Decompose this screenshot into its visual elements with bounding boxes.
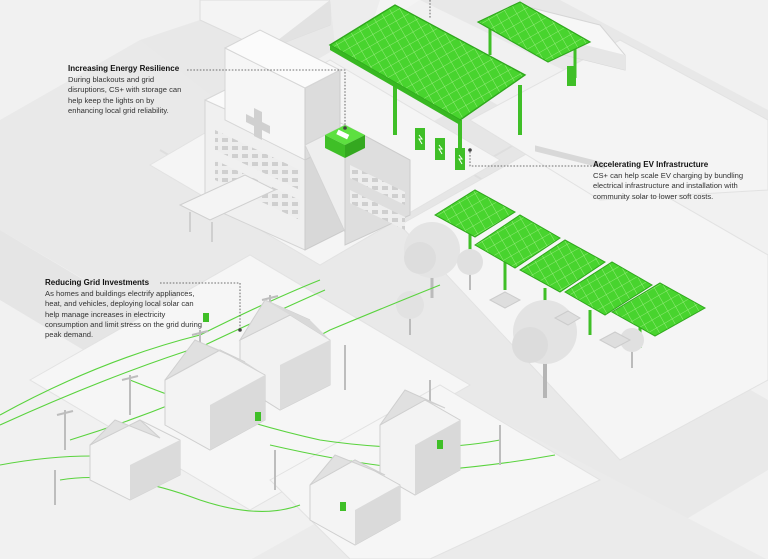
solar-carport-row bbox=[434, 189, 707, 348]
callout-leaders bbox=[160, 0, 595, 330]
tree-icon bbox=[620, 328, 644, 368]
tree-icon bbox=[396, 291, 424, 335]
ev-canopy-main bbox=[328, 4, 527, 170]
callout-grid-investments: Reducing Grid Investments As homes and b… bbox=[45, 278, 205, 340]
house bbox=[89, 419, 181, 501]
hospital-cross-icon bbox=[246, 108, 270, 140]
house bbox=[164, 339, 266, 451]
houses bbox=[89, 299, 461, 546]
house bbox=[309, 454, 401, 546]
callout-title: Increasing Energy Resilience bbox=[68, 64, 180, 73]
hospital bbox=[178, 29, 411, 251]
callout-title: Reducing Grid Investments bbox=[45, 278, 150, 287]
ev-canopy-small bbox=[476, 1, 592, 86]
callout-body: As homes and buildings electrify applian… bbox=[45, 289, 203, 340]
callout-body: CS+ can help scale EV charging by bundli… bbox=[593, 171, 744, 201]
callout-energy-resilience: Increasing Energy Resilience During blac… bbox=[68, 64, 188, 116]
background-buildings bbox=[199, 0, 380, 51]
callout-ev-infrastructure: Accelerating EV Infrastructure CS+ can h… bbox=[593, 160, 753, 202]
tree-icon bbox=[457, 249, 483, 290]
callout-title: Accelerating EV Infrastructure bbox=[593, 160, 709, 169]
house bbox=[379, 389, 461, 496]
tree-icon bbox=[404, 222, 460, 298]
battery-storage-icon bbox=[325, 125, 365, 158]
callout-body: During blackouts and grid disruptions, C… bbox=[68, 75, 182, 115]
park bbox=[396, 222, 644, 398]
